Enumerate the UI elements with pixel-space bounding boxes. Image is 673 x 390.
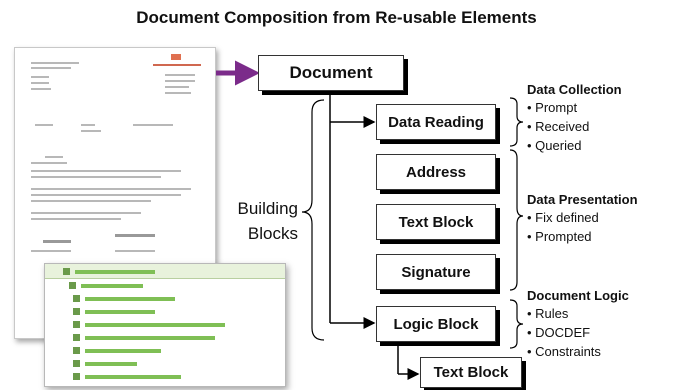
signature-box: Signature xyxy=(376,254,496,290)
document-logic-heading: Document Logic xyxy=(527,288,629,303)
data-reading-box: Data Reading xyxy=(376,104,496,140)
logic-block-box: Logic Block xyxy=(376,306,496,342)
address-box: Address xyxy=(376,154,496,190)
diagram-title: Document Composition from Re-usable Elem… xyxy=(136,8,537,27)
tree-thumbnail xyxy=(44,263,286,387)
data-collection-list: • Prompt • Received • Queried xyxy=(527,100,590,153)
data-presentation-list: • Fix defined • Prompted xyxy=(527,210,599,244)
building-blocks-label: Building Blocks xyxy=(237,199,299,243)
text-block-box: Text Block xyxy=(376,204,496,240)
document-logic-list: • Rules • DOCDEF • Constraints xyxy=(527,306,601,359)
data-presentation-heading: Data Presentation xyxy=(527,192,638,207)
document-box: Document xyxy=(258,55,404,91)
sub-text-block-box: Text Block xyxy=(420,357,522,388)
data-collection-heading: Data Collection xyxy=(527,82,622,97)
